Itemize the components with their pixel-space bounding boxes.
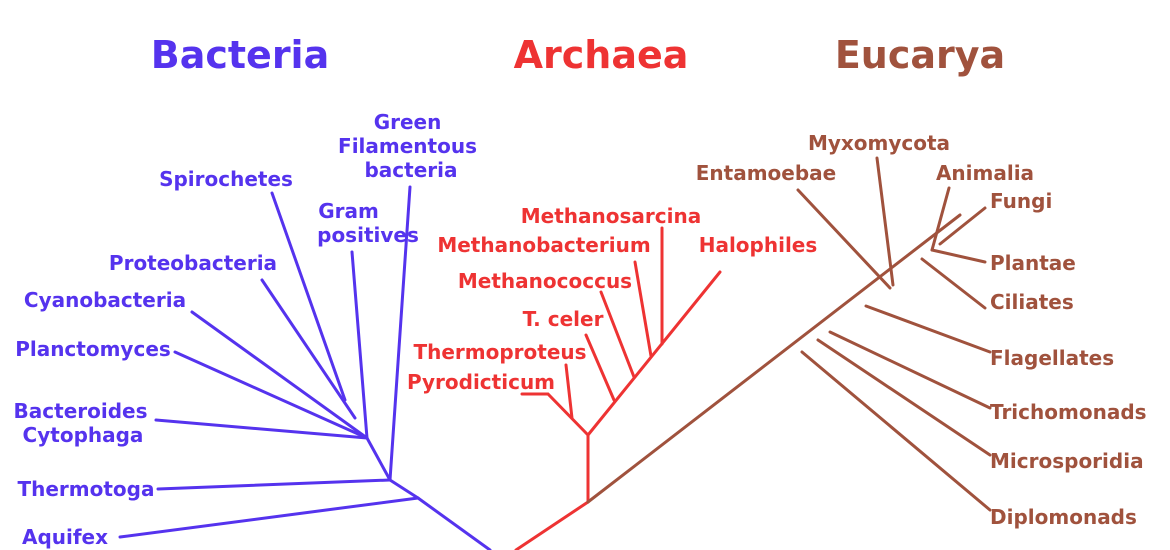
branch-cyanobacteria <box>190 310 369 440</box>
bacteria-labels: Green Filamentous bacteria Spirochetes G… <box>14 110 484 549</box>
label-gram-positives: Gram positives <box>317 199 419 247</box>
label-thermotoga: Thermotoga <box>17 477 154 501</box>
label-methanosarcina: Methanosarcina <box>521 204 701 228</box>
eucarya-labels: Myxomycota Entamoebae Animalia Fungi Pla… <box>696 131 1147 529</box>
eucarya-branches <box>586 156 992 512</box>
label-green-filamentous-line-1: Green <box>374 110 442 134</box>
branch-bacteroides <box>154 418 369 440</box>
archaea-branches <box>514 226 722 550</box>
branch-archaea-spine <box>586 270 722 437</box>
branch-pyrodicticum <box>520 392 590 437</box>
bacteria-branches <box>118 185 492 550</box>
label-aquifex: Aquifex <box>22 525 108 549</box>
eucarya-title: Eucarya <box>835 33 1005 77</box>
branch-t-celer <box>584 333 616 402</box>
branch-spirochetes <box>270 191 347 402</box>
label-gram-positives-line-2: positives <box>317 223 419 247</box>
branch-aquifex <box>118 496 420 539</box>
label-planctomyces: Planctomyces <box>15 337 171 361</box>
branch-plantae <box>930 248 987 264</box>
label-bacteroides-cytophaga: Bacteroides Cytophaga <box>14 399 155 447</box>
label-flagellates: Flagellates <box>990 346 1114 370</box>
branch-animalia <box>930 186 951 252</box>
branch-ciliates <box>920 257 987 310</box>
label-green-filamentous-line-2: Filamentous <box>338 134 477 158</box>
label-fungi: Fungi <box>990 189 1052 213</box>
branch-diplomonads <box>800 350 992 512</box>
branch-proteobacteria <box>260 278 357 420</box>
branch-flagellates <box>864 304 992 354</box>
label-diplomonads: Diplomonads <box>990 505 1137 529</box>
label-bacteroides-line: Bacteroides <box>14 399 148 423</box>
label-thermoproteus: Thermoproteus <box>413 340 586 364</box>
archaea-labels: Methanosarcina Methanobacterium Halophil… <box>407 204 817 394</box>
label-trichomonads: Trichomonads <box>990 400 1147 424</box>
branch-trichomonads <box>828 330 992 410</box>
branch-root-to-eucarya <box>586 213 962 504</box>
branch-bacteria-inner-2 <box>365 436 392 482</box>
label-spirochetes: Spirochetes <box>159 167 293 191</box>
label-cyanobacteria: Cyanobacteria <box>24 288 186 312</box>
branch-bacteria-inner-1 <box>388 478 420 500</box>
branch-myxomycota <box>875 156 895 287</box>
label-proteobacteria: Proteobacteria <box>109 251 277 275</box>
label-plantae: Plantae <box>990 251 1076 275</box>
archaea-title: Archaea <box>514 33 689 77</box>
bacteria-title: Bacteria <box>151 33 329 77</box>
branch-planctomyces <box>173 350 369 440</box>
branch-gram-positives <box>350 250 369 440</box>
label-myxomycota: Myxomycota <box>808 131 950 155</box>
branch-green-filamentous <box>388 185 412 482</box>
label-methanococcus: Methanococcus <box>458 269 632 293</box>
label-ciliates: Ciliates <box>990 290 1074 314</box>
label-entamoebae: Entamoebae <box>696 161 836 185</box>
label-green-filamentous-line-3: bacteria <box>364 158 457 182</box>
branch-root-to-bacteria <box>416 496 492 550</box>
branch-methanococcus <box>599 290 636 379</box>
label-animalia: Animalia <box>936 161 1034 185</box>
label-cytophaga-line: Cytophaga <box>23 423 144 447</box>
label-gram-positives-line-1: Gram <box>318 199 379 223</box>
label-halophiles: Halophiles <box>699 233 818 257</box>
label-pyrodicticum: Pyrodicticum <box>407 370 555 394</box>
branch-fungi <box>938 206 987 246</box>
branch-thermotoga <box>156 478 392 491</box>
label-green-filamentous: Green Filamentous bacteria <box>338 110 484 182</box>
label-microsporidia: Microsporidia <box>990 449 1144 473</box>
branch-entamoebae <box>796 188 892 290</box>
label-t-celer: T. celer <box>523 307 604 331</box>
branch-methanobacterium <box>633 260 653 358</box>
branch-root-to-archaea <box>514 500 590 550</box>
branch-thermoproteus <box>564 363 574 420</box>
label-methanobacterium: Methanobacterium <box>437 233 650 257</box>
branch-microsporidia <box>816 338 992 457</box>
